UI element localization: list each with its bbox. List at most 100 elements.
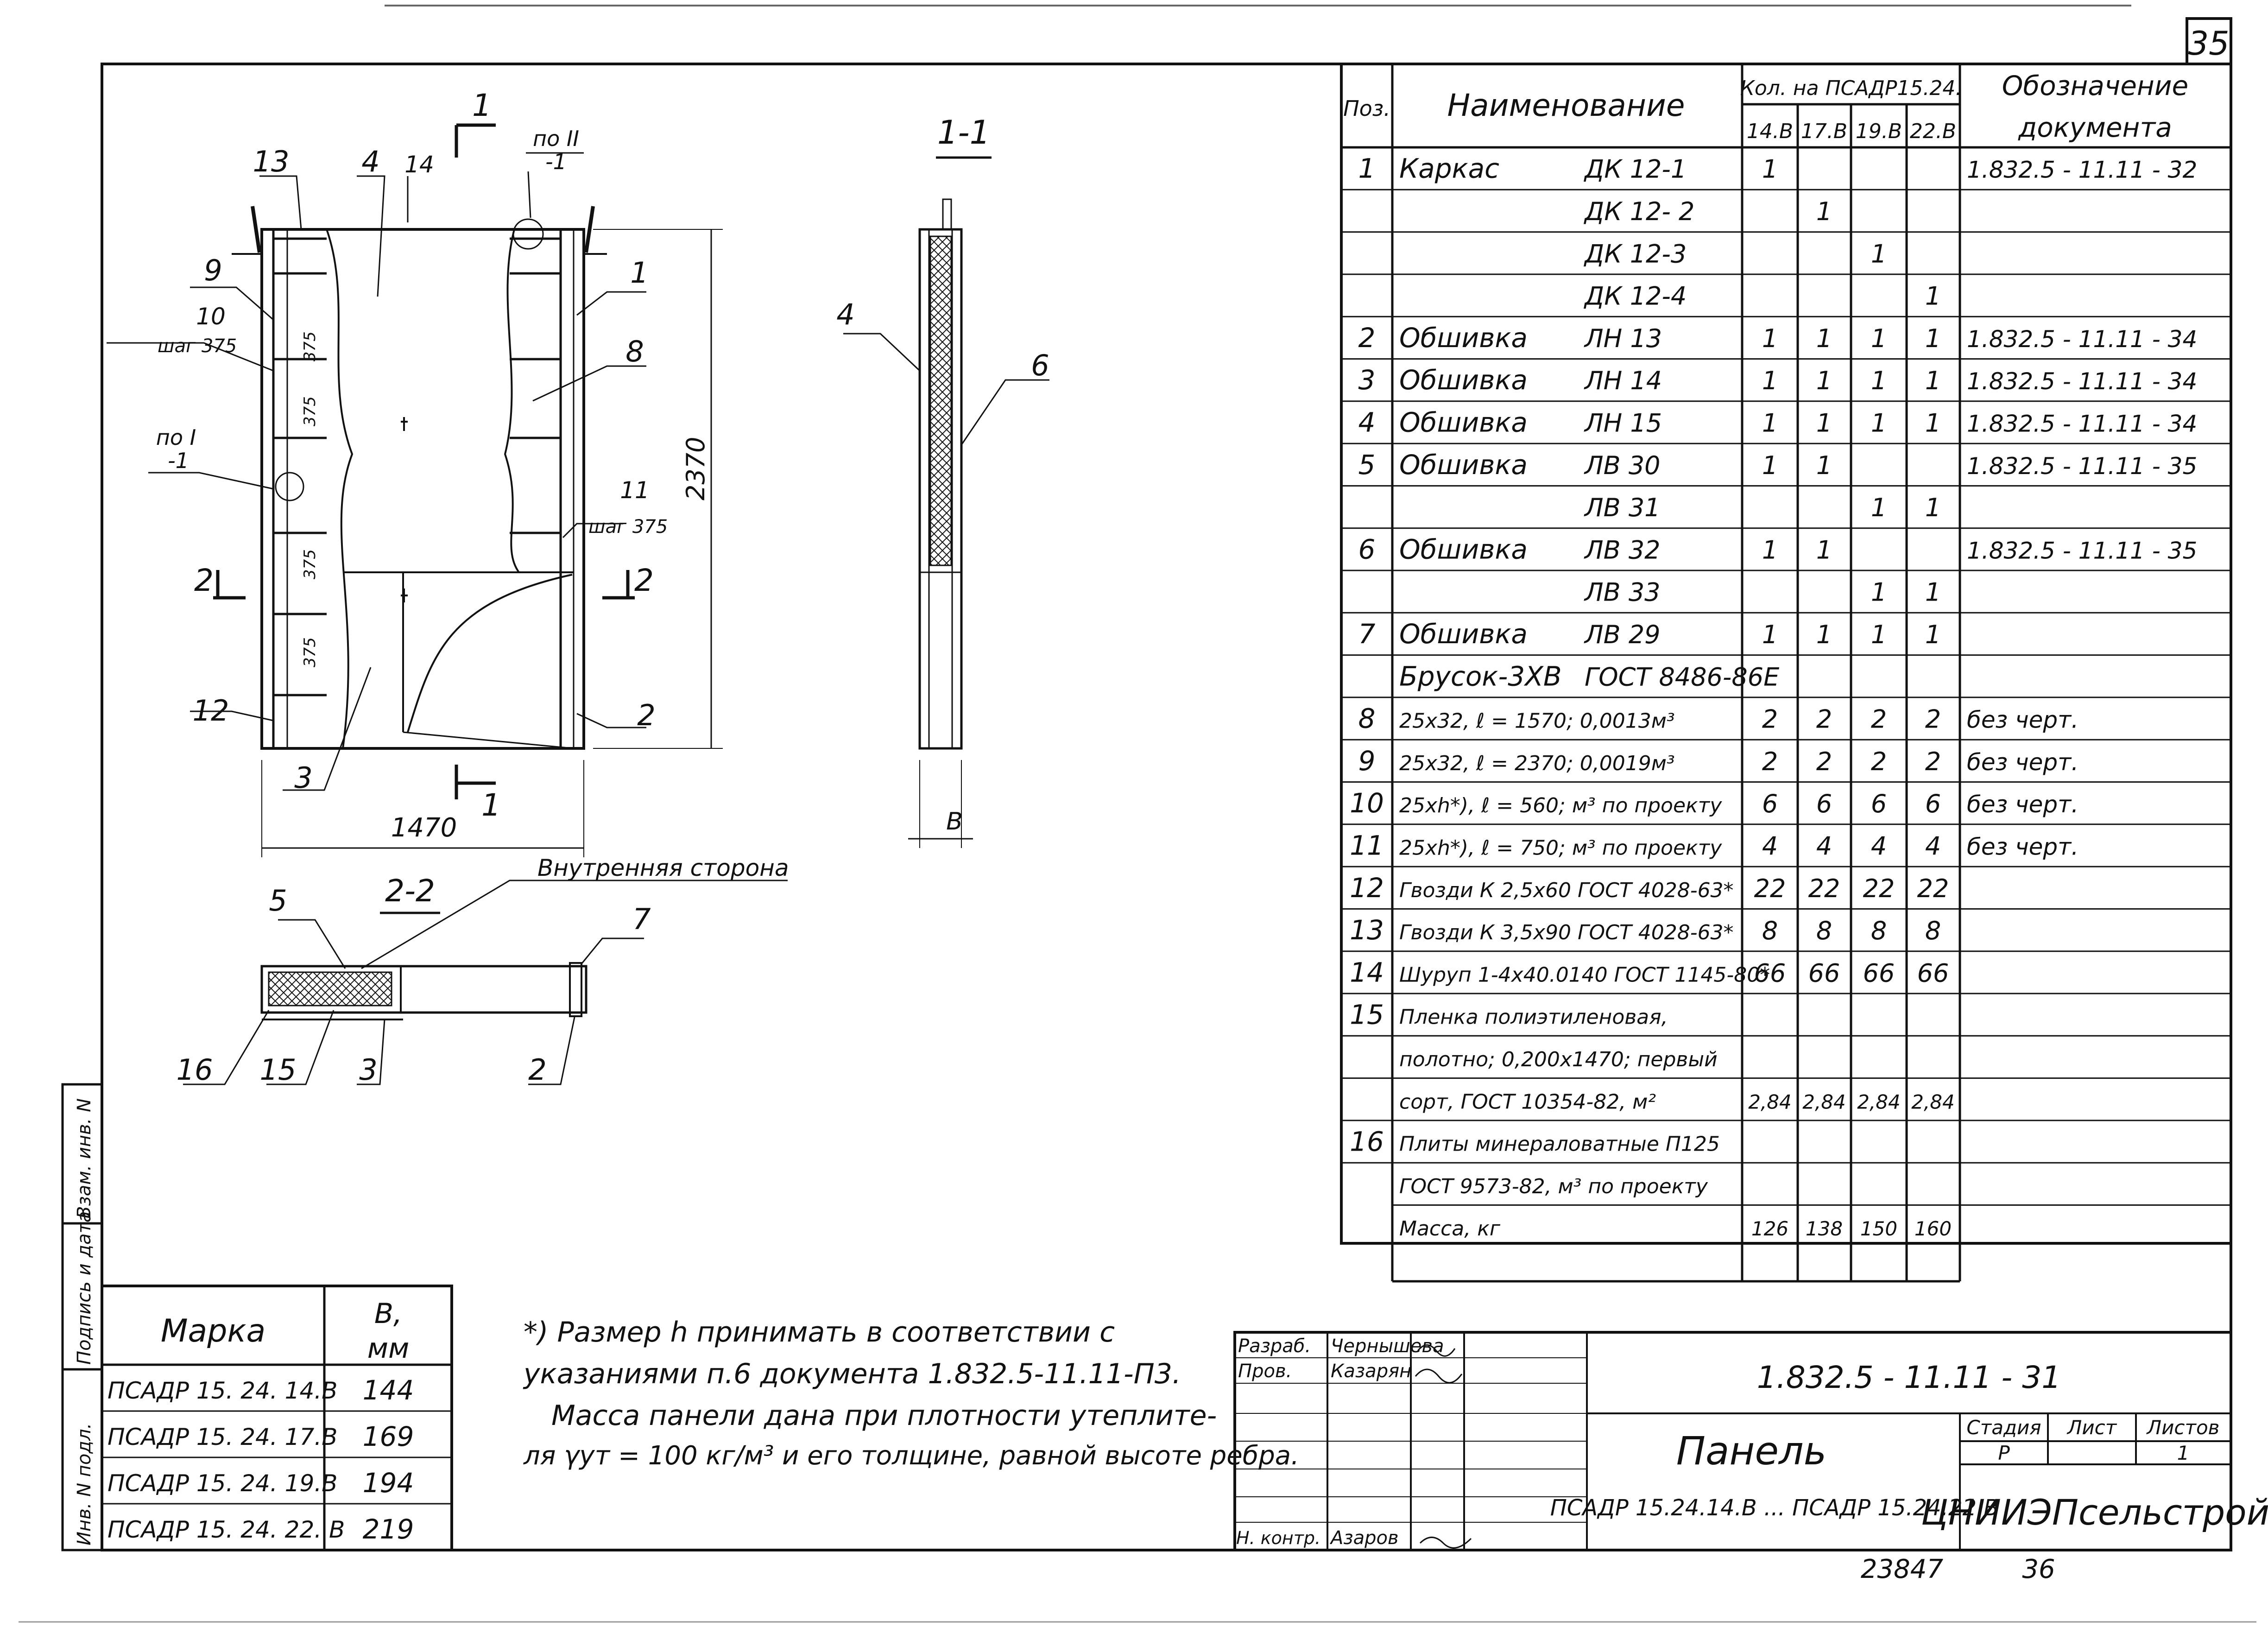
spec-row-name: Гвозди К 2,5х60 ГОСТ 4028-63* (1399, 879, 1734, 902)
marka-row-3: ПСАДР 15. 24. 19.В (107, 1470, 337, 1497)
spec-row-name: Каркас (1399, 153, 1499, 184)
section-2-2: 2-2 Внутренняя сторона 5 7 16 15 3 2 (177, 855, 789, 1087)
cut-1-top: 1 (472, 88, 492, 123)
marka-row-2-b: 169 (363, 1421, 414, 1452)
marka-row-2: ПСАДР 15. 24. 17.В (107, 1424, 337, 1450)
spec-row-qty-3: 2,84 (1857, 1090, 1901, 1113)
spec-row-pos: 6 (1358, 533, 1376, 565)
spec-row-qty-1: 66 (1754, 958, 1786, 988)
spec-row-qty-3: 22 (1863, 874, 1895, 903)
prov-label: Пров. (1238, 1361, 1292, 1382)
po-II-sub: -1 (545, 149, 567, 174)
marka-row-3-b: 194 (363, 1467, 414, 1499)
spec-row: ГОСТ 9573-82, м³ по проекту (1399, 1175, 1708, 1198)
spec-row-qty-4: 4 (1925, 832, 1941, 861)
label-10: 10 (196, 303, 226, 330)
spec-row-qty-2: 1 (1816, 324, 1832, 353)
label-3: 3 (294, 761, 312, 795)
spec-header-pos: Поз. (1343, 96, 1390, 121)
spec-header-col-4: 22.В (1910, 120, 1956, 143)
sheet-frame (101, 63, 2232, 1551)
spec-row-qty-4: 1 (1925, 366, 1941, 395)
spec-row-qty-4: 160 (1914, 1217, 1952, 1240)
stage-value: Р (1998, 1442, 2010, 1464)
spec-row-pos: 15 (1350, 999, 1384, 1031)
spec-row-pos: 7 (1358, 618, 1376, 650)
spec-row-qty-4: 2,84 (1911, 1090, 1955, 1113)
side-stamp: Инв. N подл. Подпись и дата Взам. инв. N (61, 1083, 103, 1551)
elevation-labels: 13 4 14 1 по II -1 1 9 10 шаг 375 8 по I… (156, 88, 710, 843)
nkontr-label: Н. контр. (1236, 1528, 1320, 1548)
spec-row-code: ЛН 13 (1584, 324, 1662, 353)
spec-row-qty-3: 1 (1871, 239, 1887, 268)
sheet-number: 35 (2188, 25, 2229, 63)
side-stamp-sign: Подпись и дата (74, 1211, 95, 1365)
spec-row-pos: 10 (1350, 787, 1384, 819)
spec-row-qty-4: 2 (1925, 747, 1941, 776)
spec-row-qty-3: 150 (1860, 1217, 1897, 1240)
section-2-2-label-2: 2 (528, 1053, 546, 1087)
section-1-1-label-6: 6 (1031, 348, 1049, 382)
spec-row: ДК 12-3 1 (1584, 239, 1887, 268)
prov-name: Казарян (1331, 1361, 1411, 1382)
spec-row-qty-1: 8 (1762, 916, 1778, 945)
spec-row-doc: 1.832.5 - 11.11 - 34 (1967, 411, 2197, 437)
spec-row-qty-1: 1 (1762, 324, 1778, 353)
section-2-2-note: Внутренняя сторона (537, 855, 789, 881)
spec-row-qty-4: 1 (1925, 282, 1941, 311)
spec-row-qty-2: 138 (1806, 1217, 1843, 1240)
spec-row-qty-1: 22 (1754, 874, 1786, 903)
spec-row-qty-1: 6 (1762, 789, 1778, 818)
spec-row-pos: 8 (1358, 703, 1376, 734)
spec-row-qty-4: 66 (1917, 958, 1949, 988)
spec-row-code: ЛВ 32 (1584, 535, 1661, 564)
signature-prov (1415, 1368, 1463, 1384)
label-2: 2 (637, 698, 655, 732)
spec-row-code: ЛВ 30 (1584, 451, 1661, 480)
spec-row-qty-1: 1 (1762, 155, 1778, 184)
spec-row-qty-2: 1 (1816, 366, 1832, 395)
section-2-2-label-15: 15 (260, 1053, 297, 1087)
spec-row-qty-1: 2,84 (1748, 1090, 1792, 1113)
marka-row-1-b: 144 (363, 1374, 414, 1406)
spec-row-code: ДК 12-3 (1584, 239, 1687, 268)
spec-row-code: ЛВ 29 (1584, 620, 1661, 649)
note-line-1: *) Размер h принимать в соответствии с (524, 1316, 1115, 1348)
spec-row-name: Обшивка (1399, 618, 1528, 650)
side-stamp-inv: Инв. N подл. (74, 1423, 95, 1545)
signature-razrab (1417, 1344, 1456, 1357)
spec-row-qty-1: 4 (1762, 832, 1778, 861)
spec-row-qty-2: 6 (1816, 789, 1832, 818)
label-9: 9 (204, 253, 222, 287)
sheets-label: Листов (2146, 1416, 2220, 1439)
spec-row-pos: 9 (1358, 745, 1376, 777)
spec-row-qty-2: 2 (1816, 747, 1832, 776)
dim-375-4: 375 (301, 637, 319, 667)
spec-row-pos: 11 (1350, 830, 1384, 861)
spec-row-qty-4: 6 (1925, 789, 1941, 818)
spec-row-doc: 1.832.5 - 11.11 - 34 (1967, 326, 2197, 353)
spec-row-name: Масса, кг (1399, 1217, 1501, 1241)
spec-row-code: ЛН 14 (1584, 366, 1662, 395)
spec-row-qty-1: 1 (1762, 366, 1778, 395)
spec-row-qty-2: 8 (1816, 916, 1832, 945)
spec-row-code: ДК 12- 2 (1584, 197, 1694, 226)
spec-row-qty-1: 2 (1762, 747, 1778, 776)
spec-header-col-3: 19.В (1856, 120, 1902, 143)
spec-row-qty-3: 1 (1871, 324, 1887, 353)
spec-row-name: Пленка полиэтиленовая, (1399, 1006, 1668, 1029)
label-14: 14 (404, 151, 434, 178)
spec-row-qty-2: 1 (1816, 197, 1832, 226)
spec-row-name: 25хh*), ℓ = 750; м³ по проекту (1399, 836, 1722, 860)
section-2-2-label-7: 7 (632, 902, 651, 936)
